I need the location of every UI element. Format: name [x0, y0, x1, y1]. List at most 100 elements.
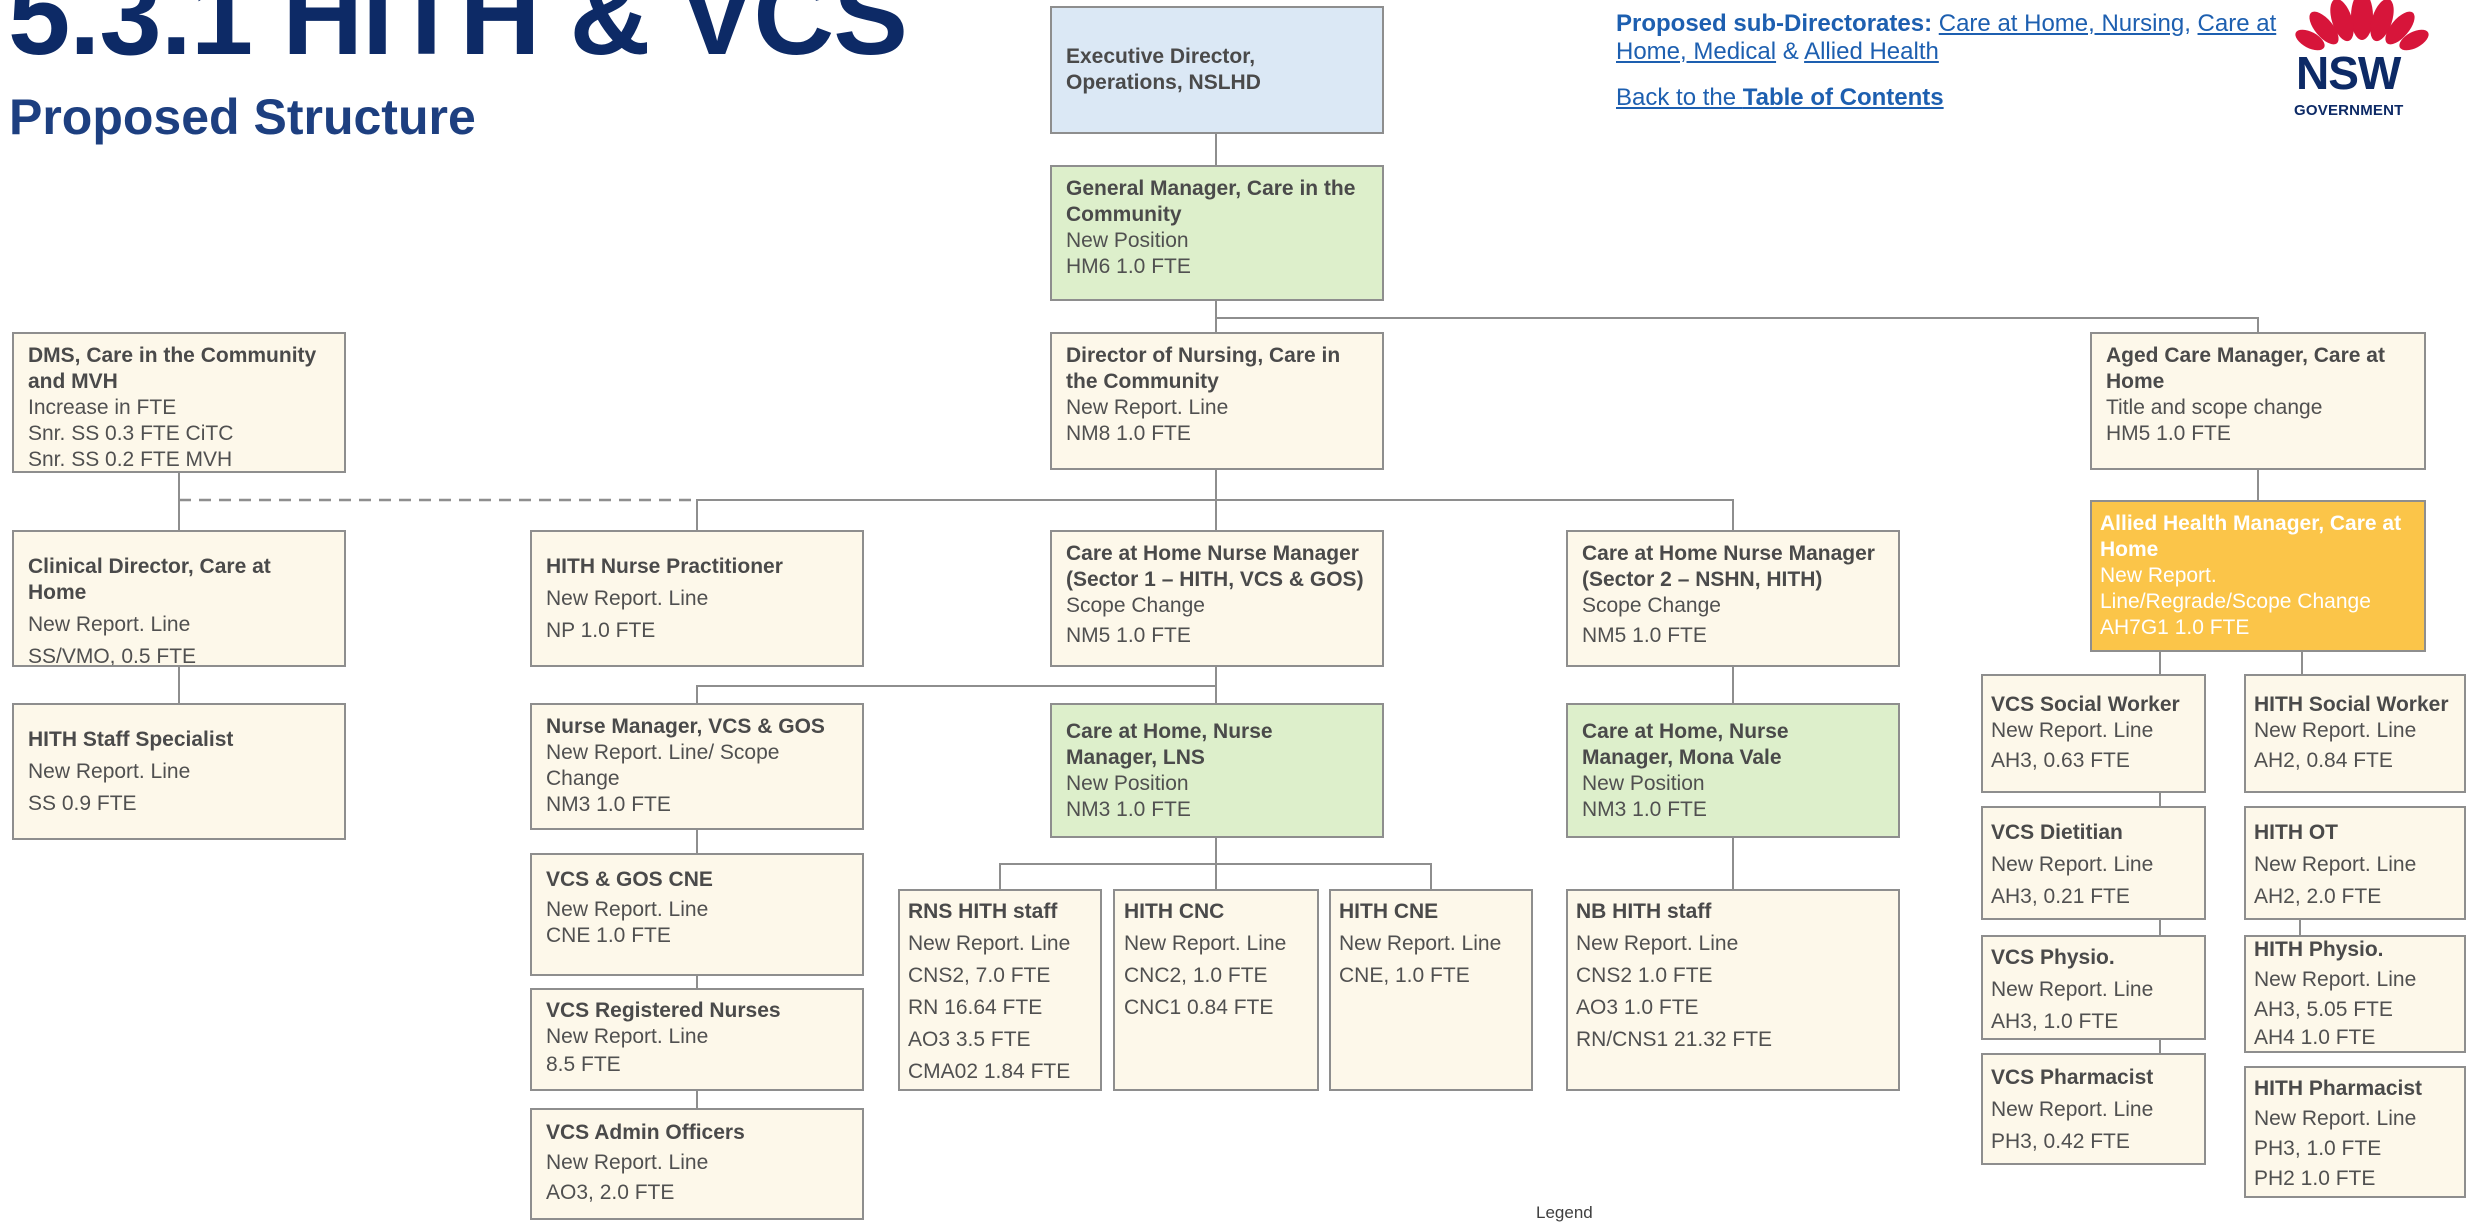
node-grade: AH2, 2.0 FTE: [2254, 885, 2382, 908]
node-cah-nurse-manager-sector-2: Care at Home Nurse Manager (Sector 2 – N…: [1566, 530, 1900, 667]
toc-prefix: Back to the: [1616, 84, 1743, 111]
node-title: Executive Director, Operations, NSLHD: [1066, 45, 1261, 94]
node-vcs-gos-cne: VCS & GOS CNE New Report. Line CNE 1.0 F…: [530, 853, 864, 976]
node-status: New Report. Line: [908, 932, 1071, 955]
node-status: New Report. Line: [2254, 1107, 2417, 1130]
node-status: New Report. Line: [1124, 932, 1287, 955]
node-title: Director of Nursing, Care in the Communi…: [1066, 344, 1341, 393]
node-title: RNS HITH staff: [908, 900, 1058, 923]
node-grade: AO3, 2.0 FTE: [546, 1181, 675, 1204]
node-nurse-manager-vcs-gos: Nurse Manager, VCS & GOS New Report. Lin…: [530, 703, 864, 830]
node-title: General Manager, Care in the Community: [1066, 177, 1356, 226]
node-dms-care-community: DMS, Care in the Community and MVH Incre…: [12, 332, 346, 473]
node-title: Care at Home Nurse Manager (Sector 2 – N…: [1582, 542, 1875, 591]
node-executive-director: Executive Director, Operations, NSLHD: [1050, 6, 1384, 134]
node-status: New Report. Line: [1339, 932, 1502, 955]
node-grade: AH3, 1.0 FTE: [1991, 1010, 2119, 1033]
node-title: VCS Dietitian: [1991, 821, 2123, 844]
sub-directorate-links: Proposed sub-Directorates: Care at Home,…: [1616, 10, 2286, 112]
node-grade: CNE 1.0 FTE: [546, 924, 671, 947]
node-grade: AH3, 0.63 FTE: [1991, 749, 2130, 772]
node-grade: AH2, 0.84 FTE: [2254, 749, 2393, 772]
node-title: Care at Home, Nurse Manager, LNS: [1066, 720, 1273, 769]
toc-label: Table of Contents: [1742, 84, 1944, 111]
node-grade-2: AH4 1.0 FTE: [2254, 1026, 2376, 1049]
node-title: Aged Care Manager, Care at Home: [2106, 344, 2385, 393]
node-title: VCS Registered Nurses: [546, 999, 781, 1022]
node-title: VCS Physio.: [1991, 946, 2115, 969]
node-status: New Report. Line: [28, 613, 191, 636]
logo-wordmark: NSW: [2296, 47, 2401, 99]
node-status: New Report. Line/ Scope Change: [546, 741, 780, 790]
node-grade-2: PH2 1.0 FTE: [2254, 1167, 2376, 1190]
node-title: Allied Health Manager, Care at Home: [2100, 512, 2402, 561]
node-status: New Report. Line: [1576, 932, 1739, 955]
node-status: New Report. Line/Regrade/Scope Change: [2100, 564, 2371, 613]
node-status: New Report. Line: [546, 1151, 709, 1174]
legend-label: Legend: [1536, 1203, 1593, 1222]
node-grade: HM6 1.0 FTE: [1066, 255, 1191, 278]
node-status: New Position: [1582, 772, 1705, 795]
node-title: VCS Social Worker: [1991, 693, 2180, 716]
node-title: Care at Home, Nurse Manager, Mona Vale: [1582, 720, 1789, 769]
node-vcs-pharmacist: VCS Pharmacist New Report. Line PH3, 0.4…: [1981, 1053, 2206, 1165]
link-care-at-home-nursing[interactable]: Care at Home, Nursing: [1938, 10, 2185, 37]
node-vcs-physio: VCS Physio. New Report. Line AH3, 1.0 FT…: [1981, 935, 2206, 1040]
node-status: New Report. Line: [2254, 719, 2417, 742]
node-grade: CNE, 1.0 FTE: [1339, 964, 1470, 987]
node-title: NB HITH staff: [1576, 900, 1712, 923]
node-hith-social-worker: HITH Social Worker New Report. Line AH2,…: [2244, 674, 2466, 793]
node-rns-hith-staff: RNS HITH staff New Report. Line CNS2, 7.…: [898, 889, 1102, 1091]
node-grade: NM3 1.0 FTE: [546, 793, 671, 816]
node-status: Scope Change: [1066, 594, 1205, 617]
node-title: DMS, Care in the Community and MVH: [28, 344, 317, 393]
node-status: New Report. Line: [546, 898, 709, 921]
node-title: Nurse Manager, VCS & GOS: [546, 715, 825, 738]
node-status: New Report. Line: [1991, 853, 2154, 876]
node-grade: 8.5 FTE: [546, 1053, 621, 1076]
node-grade-3: RN/CNS1 21.32 FTE: [1576, 1028, 1773, 1051]
back-to-toc-link[interactable]: Back to the Table of Contents: [1616, 84, 2286, 112]
node-grade: AH3, 0.21 FTE: [1991, 885, 2130, 908]
node-vcs-dietitian: VCS Dietitian New Report. Line AH3, 0.21…: [1981, 806, 2206, 920]
node-hith-cne: HITH CNE New Report. Line CNE, 1.0 FTE: [1329, 889, 1533, 1091]
node-title: VCS & GOS CNE: [546, 868, 713, 891]
node-title: Clinical Director, Care at Home: [28, 555, 271, 604]
node-vcs-registered-nurses: VCS Registered Nurses New Report. Line 8…: [530, 988, 864, 1091]
node-status: New Report. Line: [546, 1025, 709, 1048]
node-status: New Report. Line: [546, 587, 709, 610]
node-grade: CNS2 1.0 FTE: [1576, 964, 1713, 987]
node-hith-staff-specialist: HITH Staff Specialist New Report. Line S…: [12, 703, 346, 840]
node-title: HITH CNE: [1339, 900, 1439, 923]
node-grade-2: CNC1 0.84 FTE: [1124, 996, 1274, 1019]
link-allied-health[interactable]: Allied Health: [1804, 38, 1939, 65]
node-title: HITH OT: [2254, 821, 2338, 844]
node-grade-2: AO3 1.0 FTE: [1576, 996, 1699, 1019]
node-title: VCS Admin Officers: [546, 1121, 745, 1144]
node-grade: PH3, 0.42 FTE: [1991, 1130, 2130, 1153]
node-grade-2: RN 16.64 FTE: [908, 996, 1043, 1019]
node-hith-pharmacist: HITH Pharmacist New Report. Line PH3, 1.…: [2244, 1066, 2466, 1198]
node-title: VCS Pharmacist: [1991, 1066, 2154, 1089]
waratah-icon: [2295, 0, 2429, 51]
node-grade: NM3 1.0 FTE: [1066, 798, 1191, 821]
node-hith-physio: HITH Physio. New Report. Line AH3, 5.05 …: [2244, 935, 2466, 1053]
node-status: Scope Change: [1582, 594, 1721, 617]
node-grade-2: Snr. SS 0.2 FTE MVH: [28, 448, 233, 471]
node-title: HITH Pharmacist: [2254, 1077, 2423, 1100]
node-status: New Report. Line: [1991, 719, 2154, 742]
link-care-at-home-medical[interactable]: Care at Home, Medical: [1616, 10, 2277, 65]
node-grade: NM8 1.0 FTE: [1066, 422, 1191, 445]
node-title: HITH CNC: [1124, 900, 1225, 923]
node-status: Title and scope change: [2106, 396, 2323, 419]
node-cah-nurse-manager-sector-1: Care at Home Nurse Manager (Sector 1 – H…: [1050, 530, 1384, 667]
node-aged-care-manager: Aged Care Manager, Care at Home Title an…: [2090, 332, 2426, 470]
nsw-government-logo: NSW GOVERNMENT: [2292, 0, 2432, 120]
node-status: Increase in FTE: [28, 396, 177, 419]
node-grade: CNC2, 1.0 FTE: [1124, 964, 1268, 987]
node-director-of-nursing: Director of Nursing, Care in the Communi…: [1050, 332, 1384, 470]
node-status: New Position: [1066, 229, 1189, 252]
node-status: New Report. Line: [2254, 853, 2417, 876]
node-title: HITH Staff Specialist: [28, 728, 234, 751]
node-title: Care at Home Nurse Manager (Sector 1 – H…: [1066, 542, 1364, 591]
